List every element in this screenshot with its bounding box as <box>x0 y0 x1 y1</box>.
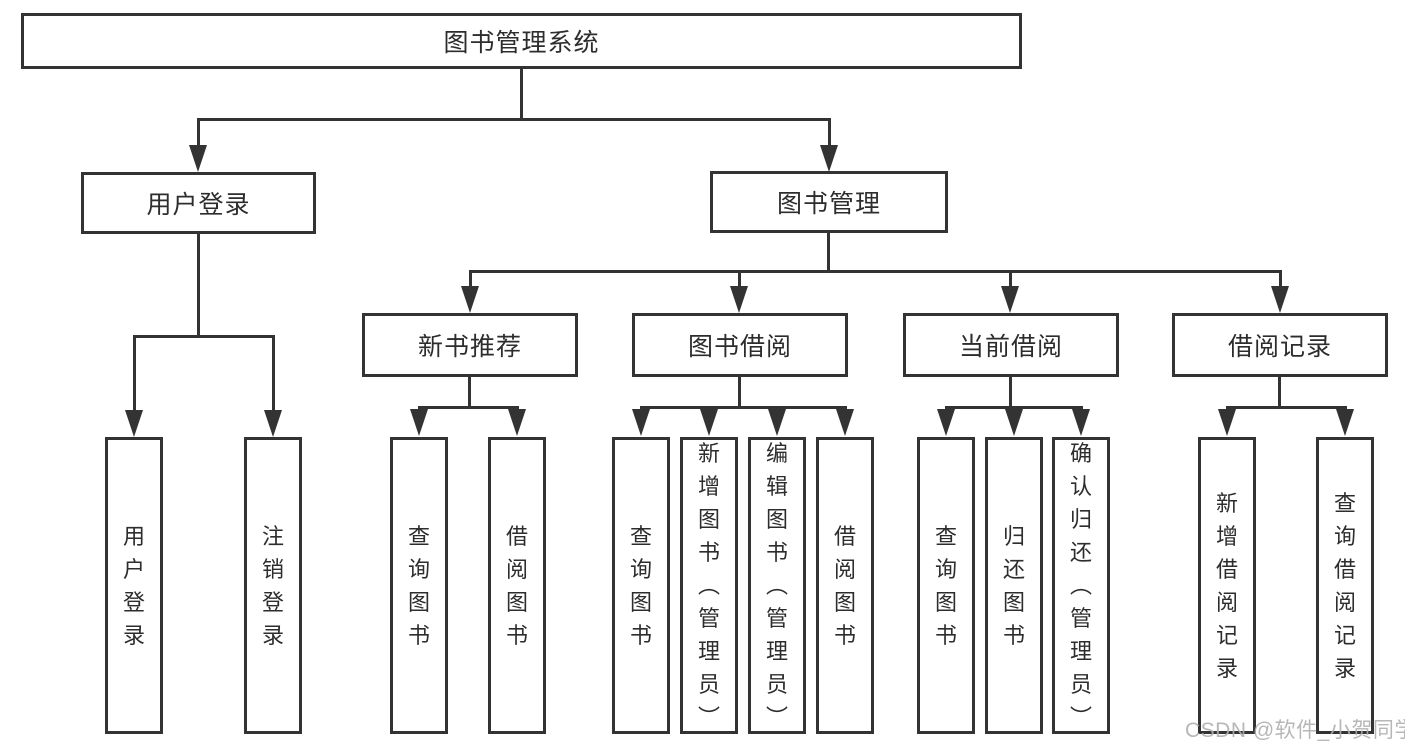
connector-module-arm <box>469 270 472 288</box>
connector-new-books-hbar <box>418 406 519 409</box>
leaf-newbooks-borrow: 借阅图书 <box>488 437 546 734</box>
arrowhead-down-icon <box>461 286 479 313</box>
connector-borrow-records-stem <box>1278 377 1281 409</box>
node-new-books-label: 新书推荐 <box>417 333 522 361</box>
arrowhead-down-icon <box>937 409 955 436</box>
node-user-login: 用户登录 <box>81 172 316 234</box>
leaf-records-add: 新增借阅记录 <box>1198 437 1256 734</box>
node-root: 图书管理系统 <box>21 13 1022 69</box>
arrowhead-down-icon <box>189 145 207 172</box>
leaf-newbooks-query: 查询图书 <box>390 437 448 734</box>
node-borrow-records: 借阅记录 <box>1172 313 1388 377</box>
leaf-logout: 注销登录 <box>244 437 302 734</box>
connector-book-mgmt-stem <box>827 233 830 273</box>
node-current-borrow: 当前借阅 <box>903 313 1119 377</box>
connector-leaf-arm <box>133 335 136 412</box>
node-borrow-records-label: 借阅记录 <box>1227 333 1332 361</box>
connector-book-mgmt-hbar <box>469 270 1282 273</box>
connector-leaf-arm <box>272 335 275 412</box>
arrowhead-down-icon <box>700 409 718 436</box>
arrowhead-down-icon <box>1218 409 1236 436</box>
arrowhead-down-icon <box>1271 286 1289 313</box>
leaf-records-query: 查询借阅记录 <box>1316 437 1374 734</box>
node-new-books: 新书推荐 <box>362 313 578 377</box>
connector-current-borrow-stem <box>1009 377 1012 409</box>
leaf-borrow-query: 查询图书 <box>612 437 670 734</box>
arrowhead-down-icon <box>820 145 838 172</box>
leaf-user-login: 用户登录 <box>105 437 163 734</box>
leaf-borrow-add-admin: 新增图书︵管理员︶ <box>680 437 738 734</box>
connector-user-login-arm <box>197 118 200 148</box>
arrowhead-down-icon <box>730 286 748 313</box>
connector-borrow-records-hbar <box>1226 406 1347 409</box>
connector-module-arm <box>1279 270 1282 288</box>
connector-root-stem <box>520 69 523 120</box>
connector-book-mgmt-arm <box>828 118 831 148</box>
connector-module-arm <box>1009 270 1012 288</box>
arrowhead-down-icon <box>768 409 786 436</box>
arrowhead-down-icon <box>632 409 650 436</box>
node-root-label: 图书管理系统 <box>443 29 600 57</box>
connector-root-hbar <box>197 118 831 121</box>
connector-current-borrow-hbar <box>945 406 1083 409</box>
node-book-mgmt-label: 图书管理 <box>776 190 881 218</box>
leaf-current-return: 归还图书 <box>985 437 1043 734</box>
arrowhead-down-icon <box>1001 286 1019 313</box>
leaf-borrow-edit-admin: 编辑图书︵管理员︶ <box>748 437 806 734</box>
connector-user-login-stem <box>197 234 200 338</box>
leaf-current-confirm-admin: 确认归还︵管理员︶ <box>1052 437 1110 734</box>
arrowhead-down-icon <box>1005 409 1023 436</box>
arrowhead-down-icon <box>1336 409 1354 436</box>
arrowhead-down-icon <box>836 409 854 436</box>
leaf-borrow-borrow: 借阅图书 <box>816 437 874 734</box>
arrowhead-down-icon <box>508 409 526 436</box>
connector-module-arm <box>738 270 741 288</box>
csdn-watermark: CSDN @软件_小贺同学 <box>1185 719 1405 742</box>
connector-book-borrow-hbar <box>640 406 847 409</box>
node-book-borrow: 图书借阅 <box>632 313 848 377</box>
connector-new-books-stem <box>468 377 471 409</box>
node-user-login-label: 用户登录 <box>146 191 251 219</box>
connector-book-borrow-stem <box>738 377 741 409</box>
node-book-borrow-label: 图书借阅 <box>687 333 792 361</box>
arrowhead-down-icon <box>125 410 143 437</box>
node-current-borrow-label: 当前借阅 <box>958 333 1063 361</box>
arrowhead-down-icon <box>1072 409 1090 436</box>
arrowhead-down-icon <box>410 409 428 436</box>
leaf-current-query: 查询图书 <box>917 437 975 734</box>
arrowhead-down-icon <box>264 410 282 437</box>
connector-user-login-hbar <box>133 335 275 338</box>
node-book-mgmt: 图书管理 <box>710 171 948 233</box>
